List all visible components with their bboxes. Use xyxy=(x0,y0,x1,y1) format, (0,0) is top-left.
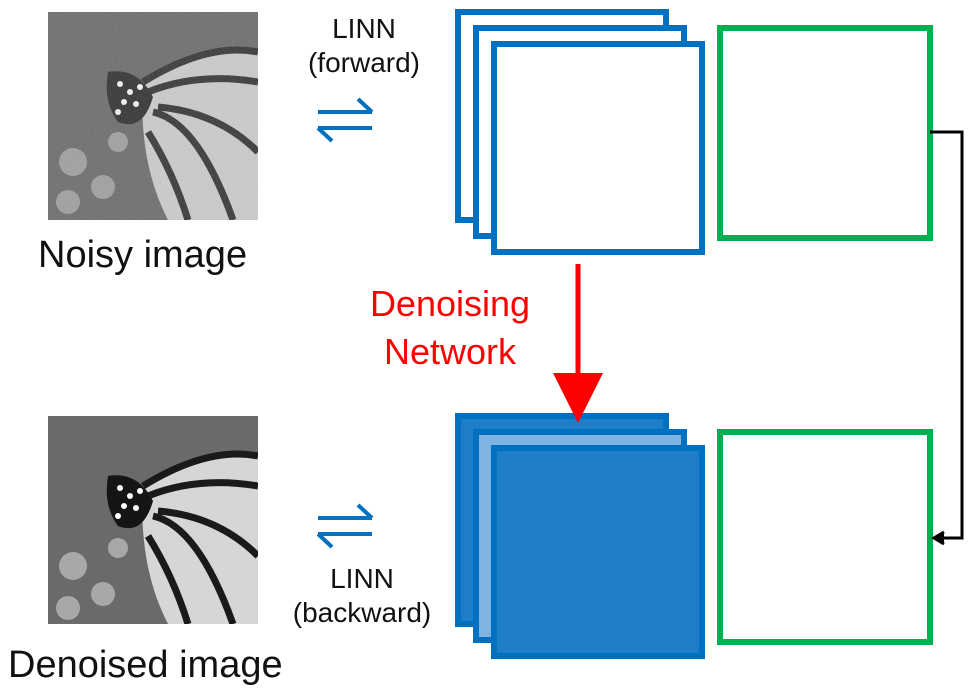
noisy-butterfly-graphic xyxy=(48,12,258,220)
bidirectional-arrow-backward-icon xyxy=(316,503,374,549)
linn-forward-line1: LINN xyxy=(332,13,396,44)
linn-backward-label: LINN (backward) xyxy=(270,562,454,630)
linn-forward-line2: (forward) xyxy=(307,47,420,78)
linn-backward-line2: (backward) xyxy=(292,597,432,628)
noisy-image-caption: Noisy image xyxy=(38,234,248,276)
latent-stack-lower xyxy=(455,413,705,659)
green-box-lower xyxy=(717,429,933,645)
denoising-network-label: Denoising Network xyxy=(330,280,570,376)
linn-forward-label: LINN (forward) xyxy=(286,12,442,80)
denoised-butterfly-graphic xyxy=(48,416,258,624)
latent-stack-upper xyxy=(455,9,705,255)
linn-backward-line1: LINN xyxy=(330,563,394,594)
denoising-network-line1: Denoising xyxy=(369,283,531,324)
skip-connector xyxy=(930,130,964,546)
noisy-image xyxy=(48,12,258,220)
bidirectional-arrow-forward-icon xyxy=(316,97,374,143)
denoised-image-caption: Denoised image xyxy=(8,644,283,686)
denoised-image xyxy=(48,416,258,624)
denoising-network-line2: Network xyxy=(383,331,517,372)
green-box-upper xyxy=(717,25,933,241)
